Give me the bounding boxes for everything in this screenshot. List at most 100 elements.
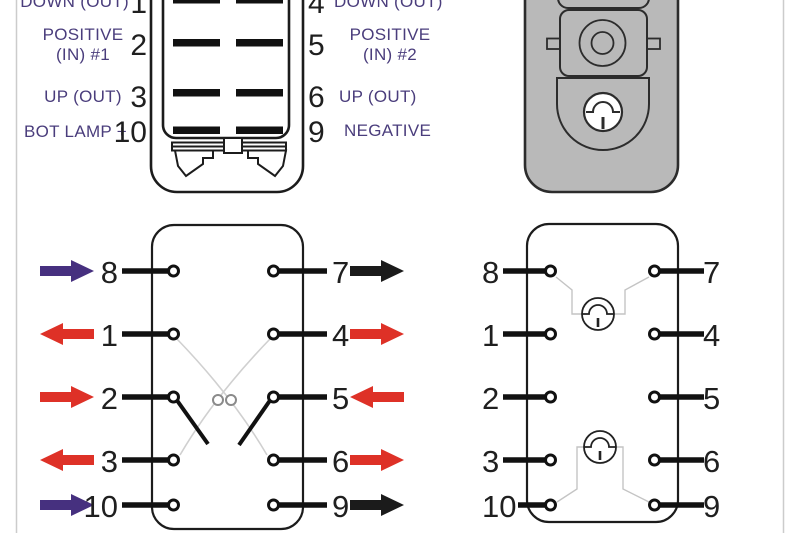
pin-terminal — [167, 264, 180, 278]
pin-terminal — [648, 498, 661, 512]
pin-number: 7 — [703, 255, 721, 290]
pin2-function-label: POSITIVE (IN) #1 — [19, 25, 147, 65]
bracket-left-wing — [173, 149, 214, 178]
pin-number: 9 — [332, 489, 350, 524]
switch-base-outline — [525, 222, 680, 524]
terminal-bar — [173, 39, 220, 47]
pin-number: 7 — [332, 255, 350, 290]
lamp-wiring-diagram — [503, 222, 704, 524]
bracket-center-tab — [223, 137, 243, 154]
pin-terminal — [167, 390, 180, 404]
pin-terminal — [267, 264, 280, 278]
arrow-icon-pin5-in — [350, 386, 404, 408]
pin-terminal — [648, 390, 661, 404]
pin-terminal — [167, 327, 180, 341]
contact-blade-left — [174, 397, 210, 446]
pin-terminal — [267, 390, 280, 404]
arrow-icon-pin4-out — [350, 323, 404, 345]
arrow-icon-pin8-in — [40, 260, 94, 282]
pin5-number: 5 — [308, 29, 325, 62]
pin-number: 6 — [703, 444, 721, 479]
lamp-circle — [582, 91, 624, 133]
lamp-filament-arc — [582, 304, 614, 315]
pin5-label-line2: (IN) #2 — [362, 45, 418, 64]
bracket-right-wing — [247, 149, 288, 178]
pin-number: 10 — [482, 489, 517, 524]
switch-contact-diagram — [40, 223, 404, 531]
pin6-function-label: UP (OUT) — [339, 87, 417, 106]
pin-terminal — [167, 498, 180, 512]
alternate-throw-paths — [176, 338, 271, 456]
pin-number: 3 — [100, 444, 118, 479]
arrow-icon-pin10-in — [40, 494, 94, 516]
contact-blade-right — [237, 397, 273, 447]
pin2-label-line2: (IN) #1 — [55, 45, 111, 64]
lamp-icon-bottom — [583, 430, 617, 464]
pin-leads — [122, 268, 327, 508]
terminal-bar — [236, 0, 283, 4]
lamp-filament-arc — [584, 437, 616, 448]
pin-terminal — [544, 498, 557, 512]
pin-number: 2 — [100, 381, 118, 416]
pin5-label-line1: POSITIVE — [349, 25, 431, 44]
pin-number: 8 — [482, 255, 500, 290]
arrow-icon-pin2-in — [40, 386, 94, 408]
pin-terminal — [648, 327, 661, 341]
terminal-plate-outline — [161, 0, 291, 140]
pivot-circle — [225, 394, 237, 406]
pin-number: 4 — [332, 318, 350, 353]
pin-number: 3 — [482, 444, 500, 479]
terminal-bar — [236, 126, 283, 134]
terminal-bar — [236, 89, 283, 97]
terminal-bar — [236, 39, 283, 47]
pin6-number: 6 — [308, 81, 325, 114]
lamp-wire — [614, 276, 650, 315]
pin-terminal — [544, 453, 557, 467]
pin-leads — [503, 268, 704, 508]
pin1-function-label: DOWN (OUT) — [20, 0, 129, 11]
pin-terminal — [544, 327, 557, 341]
pin-terminals — [544, 264, 661, 512]
terminal-bars — [173, 0, 283, 134]
terminal-bar — [173, 126, 220, 134]
pin-terminal — [267, 453, 280, 467]
arrow-icon-pin1-out — [40, 323, 94, 345]
pin-terminal — [544, 390, 557, 404]
pin9-function-label: NEGATIVE — [344, 121, 432, 140]
actuator-lens-panel — [559, 9, 648, 77]
lamp-icon-top — [581, 297, 615, 331]
switch-housing-outline — [149, 0, 305, 194]
arrow-icon-pin7-out — [350, 260, 404, 282]
actuator-top-panel — [557, 0, 650, 9]
lamp-filament-arc — [586, 101, 620, 113]
pin-number: 4 — [703, 318, 721, 353]
pin4-number: 4 — [308, 0, 325, 20]
flow-arrows — [40, 260, 404, 516]
pin10-number: 10 — [113, 116, 147, 149]
pin-terminals — [167, 264, 280, 512]
pin10-function-label: BOT LAMP + — [24, 122, 127, 141]
pin-number: 2 — [482, 381, 500, 416]
pin-terminal — [648, 453, 661, 467]
pin5-function-label: POSITIVE (IN) #2 — [326, 25, 454, 65]
pin-number: 8 — [100, 255, 118, 290]
arrow-icon-pin9-out — [350, 494, 404, 516]
pin2-number: 2 — [130, 29, 147, 62]
pin4-function-label: DOWN (OUT) — [334, 0, 443, 11]
pin-number: 1 — [482, 318, 500, 353]
lamp-wire — [556, 446, 584, 503]
mounting-bracket — [171, 137, 288, 178]
arrow-icon-pin3-out — [40, 449, 94, 471]
pin9-number: 9 — [308, 116, 325, 149]
lens-outer-circle — [578, 19, 627, 67]
switch-rear-view-drawing — [149, 0, 305, 194]
pin-terminal — [544, 264, 557, 278]
pin-number: 9 — [703, 489, 721, 524]
pin-terminal — [267, 327, 280, 341]
lamp-wire — [616, 446, 650, 503]
actuator-right-tab — [645, 37, 661, 50]
pin-number: 10 — [83, 489, 118, 524]
pin-terminal — [267, 498, 280, 512]
pin-terminal — [167, 453, 180, 467]
